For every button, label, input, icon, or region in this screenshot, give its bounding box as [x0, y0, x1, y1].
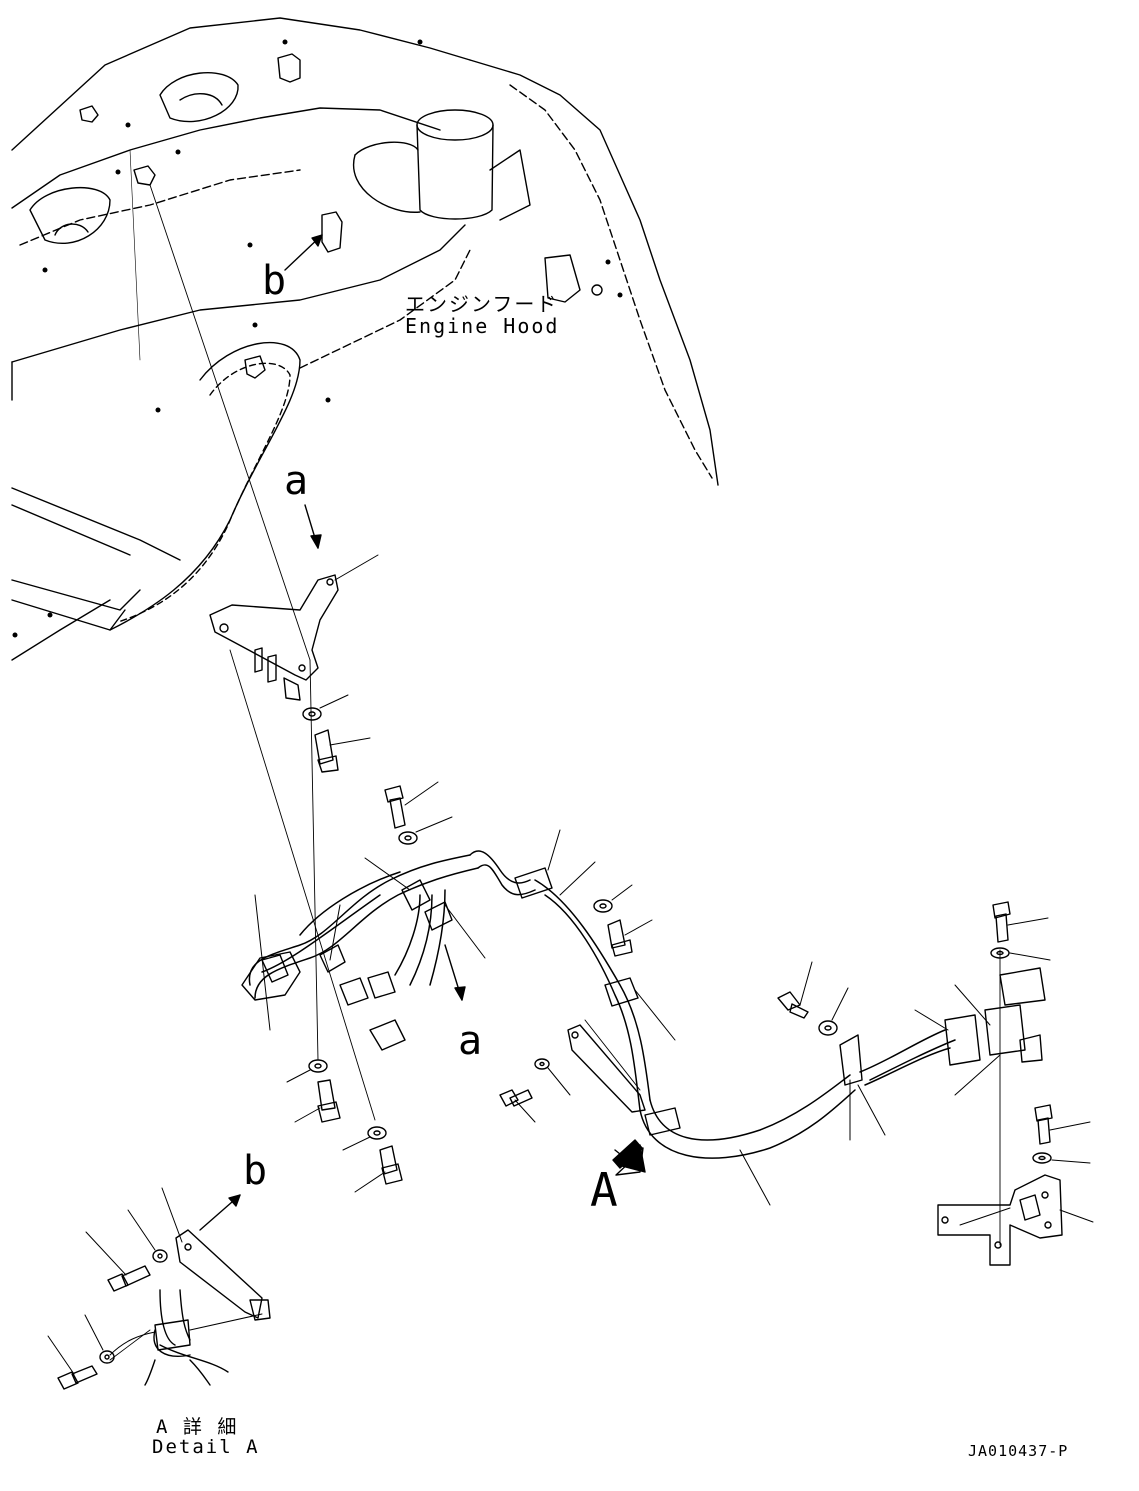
washer-mid-4: [534, 1058, 571, 1096]
detail-a-drawing: [47, 1187, 271, 1390]
washer-mid-1: [398, 816, 453, 845]
callout-b-top: b: [262, 258, 287, 304]
callout-b-detail: b: [243, 1148, 268, 1194]
bolt-low-1: [294, 1079, 341, 1123]
bolt-mid-4: [499, 1089, 536, 1123]
bolt-mid-3: [777, 961, 813, 1019]
bolt-mid-1: [384, 781, 439, 829]
bolt-mid-2: [607, 919, 653, 957]
engine-hood-label-jp: エンジンフード: [405, 292, 559, 316]
engine-hood-frame: [11, 17, 719, 661]
connectors-left: [241, 951, 406, 1051]
harness-leaders: [254, 829, 1001, 1206]
wiring-harness: [248, 850, 956, 1159]
callout-a-top: a: [284, 458, 309, 504]
washer-mid-3: [818, 987, 849, 1036]
bolt-a: [314, 729, 371, 773]
detail-a-title-en: Detail A: [152, 1436, 260, 1458]
bracket-a: [209, 554, 379, 701]
engine-hood-label-en: Engine Hood: [405, 314, 560, 338]
bolt-low-2: [354, 1145, 403, 1193]
bracket-mid: [567, 1024, 646, 1113]
callout-arrows: [199, 234, 646, 1231]
detail-a-title-jp: A 詳 細: [156, 1416, 239, 1438]
bolt-right-1: [992, 901, 1049, 943]
washer-a: [302, 694, 349, 721]
drawing-number: JA010437-P: [968, 1442, 1069, 1460]
callout-a-mid: a: [458, 1018, 483, 1064]
washer-mid-2: [593, 884, 633, 913]
washer-low-2: [342, 1126, 387, 1151]
washer-low-1: [286, 1059, 328, 1083]
washer-right-1: [990, 947, 1051, 961]
view-arrow-label-A: A: [590, 1163, 618, 1217]
connectors-right: [944, 967, 1046, 1066]
hood-features: [12, 39, 623, 638]
washer-right-2: [1032, 1152, 1091, 1164]
bracket-right: [937, 1174, 1094, 1266]
bolt-right-2: [1034, 1104, 1091, 1145]
